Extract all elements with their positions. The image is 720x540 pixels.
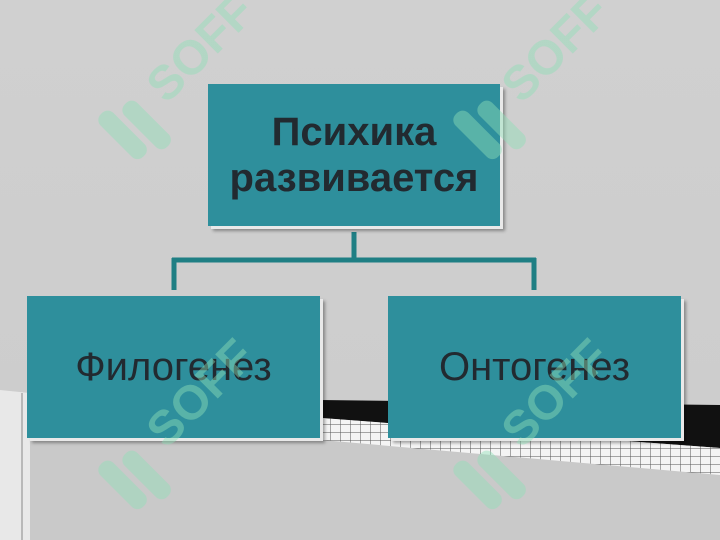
child-node-label: Филогенез <box>75 344 272 389</box>
child-node-phylogenesis: Филогенез <box>27 296 320 438</box>
root-node-line1: Психика <box>271 110 437 154</box>
child-node-ontogenesis: Онтогенез <box>388 296 681 438</box>
child-node-label: Онтогенез <box>438 344 631 389</box>
root-node-line2: развивается <box>229 156 479 200</box>
root-node: Психика развивается <box>208 84 500 226</box>
